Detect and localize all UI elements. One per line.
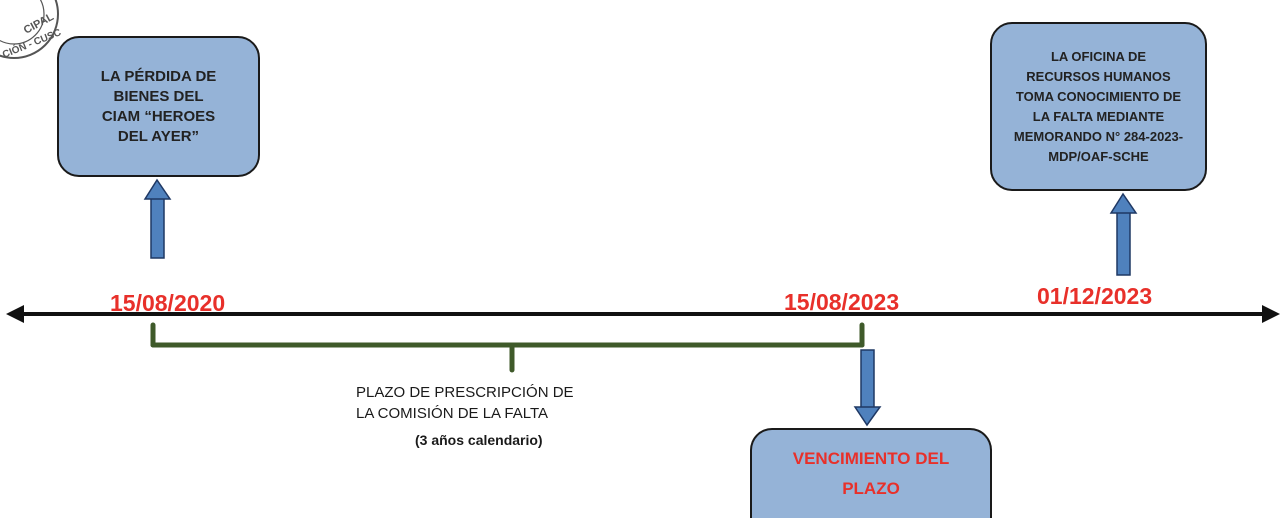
event-box-hr-text: LA OFICINA DE RECURSOS HUMANOS TOMA CONO… [1013, 48, 1184, 164]
event-box-loss-of-assets: LA PÉRDIDA DE BIENES DEL CIAM “HEROES DE… [57, 36, 260, 177]
timeline-right-arrowhead [1262, 305, 1280, 323]
prescription-bracket [150, 322, 865, 373]
prescription-period-label: PLAZO DE PRESCRIPCIÓN DE LA COMISIÓN DE … [356, 384, 574, 422]
date-label-expiry: 15/08/2023 [784, 289, 900, 315]
timeline-left-arrowhead [6, 305, 24, 323]
event-box-expiry: VENCIMIENTO DEL PLAZO [750, 428, 992, 518]
date-label-knowledge: 01/12/2023 [1037, 283, 1153, 309]
event-box-hr-knowledge: LA OFICINA DE RECURSOS HUMANOS TOMA CONO… [990, 22, 1207, 191]
event-box-expiry-text: VENCIMIENTO DEL PLAZO [792, 449, 950, 498]
down-arrow-expiry [853, 349, 882, 427]
event-box-loss-text: LA PÉRDIDA DE BIENES DEL CIAM “HEROES DE… [100, 67, 217, 145]
date-label-start: 15/08/2020 [110, 290, 226, 316]
up-arrow-rrhh [1109, 192, 1138, 276]
up-arrow-loss [143, 178, 172, 259]
municipal-seal: CIPAL CIÓN - CUSC [0, 0, 62, 61]
prescription-period-duration: (3 años calendario) [415, 432, 543, 448]
